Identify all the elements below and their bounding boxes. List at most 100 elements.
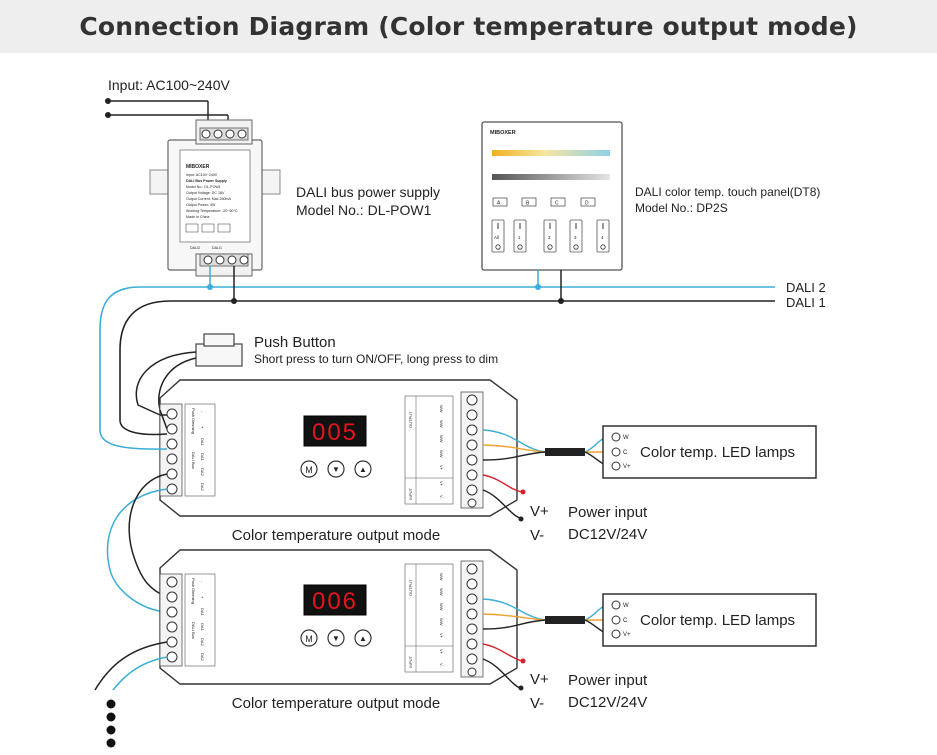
input-title: INPUT xyxy=(408,487,413,500)
terminal-pin-label: DA2 xyxy=(200,483,205,492)
psu-label-line: Input: AC100~240V xyxy=(186,173,218,177)
terminal-pin-label: - xyxy=(200,581,205,583)
output-title: OUTPUT xyxy=(408,579,413,596)
scene-key-c[interactable] xyxy=(550,197,566,207)
psu-label-line: Made In China xyxy=(186,215,209,219)
zone-key-all[interactable] xyxy=(491,219,505,253)
terminal-pin-label: DA1 xyxy=(200,623,205,632)
psu-label-line: Working Temperature: -20~50°C xyxy=(186,209,238,213)
controller-1-output-wires xyxy=(482,429,611,466)
lamp-pin-label: V+ xyxy=(623,632,631,638)
continuation-dot xyxy=(106,725,116,735)
dali1-line xyxy=(119,300,775,420)
terminal-pin-label: DA2 xyxy=(200,653,205,662)
cable-sleeve xyxy=(545,448,585,456)
psu-label-line: Output Current: Max 250mA xyxy=(186,197,232,201)
terminal-pin-label: DA1 xyxy=(200,453,205,462)
scene-key-d[interactable] xyxy=(580,197,596,207)
output-pin-label: WW xyxy=(439,618,444,626)
scene-key-label: A xyxy=(497,201,501,207)
psu-tag-dali2: DALI2 xyxy=(190,246,200,250)
terminal-pin-label: DA1 xyxy=(200,438,205,447)
down-button[interactable] xyxy=(327,629,345,647)
power-input-title: Power input xyxy=(568,504,648,521)
output-pin-label: WW xyxy=(439,573,444,581)
power-voltage: DC12V/24V xyxy=(568,526,647,543)
psu-model: Model No.: DL-POW1 xyxy=(296,202,432,218)
input-pin-label: V+ xyxy=(439,481,444,487)
cct-slider[interactable] xyxy=(492,150,610,156)
touch-panel: MIBOXER A B C D xyxy=(481,121,820,271)
output-pin-label: WW xyxy=(439,450,444,458)
mode-button-label: M xyxy=(305,465,313,475)
mode-label: Color temperature output mode xyxy=(232,527,440,544)
bus-continuation xyxy=(94,641,168,748)
down-button-label: ▼ xyxy=(332,465,340,474)
output-pin-label: WW xyxy=(439,435,444,443)
terminal-pin-label: - xyxy=(200,411,205,413)
continuation-dot xyxy=(106,738,116,748)
input-pin-label: V- xyxy=(439,495,444,499)
power-voltage: DC12V/24V xyxy=(568,694,647,711)
zone-key-1[interactable] xyxy=(513,219,527,253)
ac-terminal-l xyxy=(105,98,111,104)
continuation-dot xyxy=(106,699,116,709)
ce-mark-icon xyxy=(185,223,199,233)
zone-key-3[interactable] xyxy=(569,219,583,253)
psu-label-line: Output Power: 4W xyxy=(186,203,216,207)
controller-1: Push Dimming DALI Bus - + DA1 DA1 DA2 DA… xyxy=(159,379,518,544)
mode-button[interactable] xyxy=(300,460,318,478)
input-pin-label: V+ xyxy=(439,649,444,655)
down-button[interactable] xyxy=(327,460,345,478)
mode-button-label: M xyxy=(305,634,313,644)
mode-button[interactable] xyxy=(300,629,318,647)
power-input-2: V+ V- Power input DC12V/24V xyxy=(482,643,648,712)
input-label: Input: AC100~240V xyxy=(108,77,230,93)
push-button-title: Push Button xyxy=(254,334,336,351)
power-input-1: V+ V- Power input DC12V/24V xyxy=(482,474,648,544)
dali2-line xyxy=(99,286,775,430)
input-title: INPUT xyxy=(408,655,413,668)
scene-key-b[interactable] xyxy=(521,197,537,207)
power-input-title: Power input xyxy=(568,672,648,689)
up-button-label: ▲ xyxy=(359,634,367,643)
page-title: Connection Diagram (Color temperature ou… xyxy=(79,12,858,41)
output-title: OUTPUT xyxy=(408,411,413,428)
terminal-pin-label: DA1 xyxy=(200,608,205,617)
zone-key-2[interactable] xyxy=(543,219,557,253)
dali1-label: DALI 1 xyxy=(786,295,826,310)
lamp-label: Color temp. LED lamps xyxy=(640,444,795,461)
output-pin-label: WW xyxy=(439,588,444,596)
lamp-pin-label: W xyxy=(623,435,629,441)
scene-key-a[interactable] xyxy=(492,197,508,207)
zone-key-label: 3 xyxy=(574,235,577,240)
psu-label-line: Output Voltage: DC 16V xyxy=(186,191,225,195)
dali-bus-title: DALI Bus xyxy=(191,452,196,469)
brightness-slider[interactable] xyxy=(492,174,610,180)
continuation-dot xyxy=(106,712,116,722)
up-button-label: ▲ xyxy=(359,465,367,474)
output-pin-label: V+ xyxy=(439,465,444,471)
controller-1-dali-wires xyxy=(99,409,168,613)
output-pin-label: V+ xyxy=(439,633,444,639)
scene-key-label: B xyxy=(526,201,530,207)
down-button-label: ▼ xyxy=(332,634,340,643)
psu-name: DALI bus power supply xyxy=(296,184,440,200)
output-pin-label: WW xyxy=(439,420,444,428)
panel-model: Model No.: DP2S xyxy=(635,201,728,215)
zone-key-label: 4 xyxy=(601,235,604,240)
up-button[interactable] xyxy=(354,629,372,647)
scene-key-label: D xyxy=(585,201,589,207)
vminus-label: V- xyxy=(530,527,544,544)
terminal-pin-label: + xyxy=(200,426,205,429)
zone-key-4[interactable] xyxy=(596,219,610,253)
terminal-pin-label: + xyxy=(200,596,205,599)
psu-bottom-terminals xyxy=(199,253,249,267)
zone-key-label: All xyxy=(494,235,499,240)
ac-terminal-n xyxy=(105,112,111,118)
title-bar: Connection Diagram (Color temperature ou… xyxy=(0,0,937,53)
rohs-mark-icon xyxy=(201,223,215,233)
dali2-label: DALI 2 xyxy=(786,280,826,295)
up-button[interactable] xyxy=(354,460,372,478)
